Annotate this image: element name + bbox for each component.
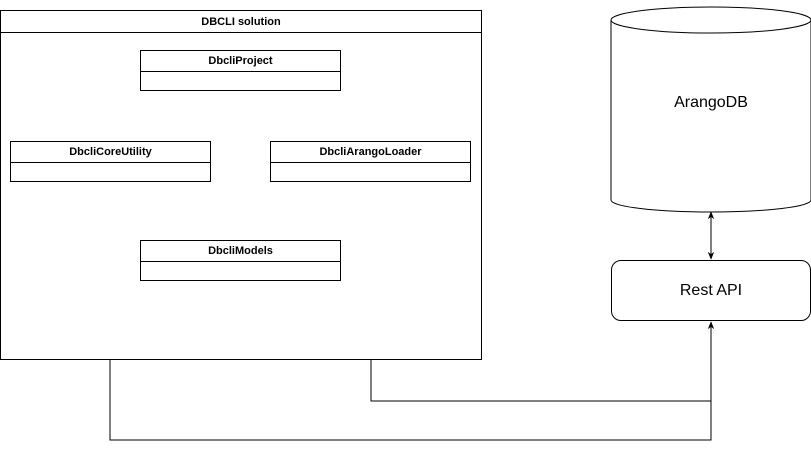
class-dbcli-models[interactable]: DbcliModels [140, 240, 341, 281]
arangodb-label: ArangoDB [674, 94, 748, 111]
class-name: DbcliArangoLoader [271, 142, 470, 163]
rest-api-label: Rest API [679, 281, 743, 299]
class-name: DbcliProject [141, 51, 340, 72]
arangodb-cylinder [610, 6, 811, 213]
class-dbcli-project[interactable]: DbcliProject [140, 50, 341, 91]
rest-api-box[interactable]: Rest API [611, 260, 811, 321]
class-dbcli-core-utility[interactable]: DbcliCoreUtility [10, 141, 211, 182]
class-name: DbcliModels [141, 241, 340, 262]
class-name: DbcliCoreUtility [11, 142, 210, 163]
solution-title: DBCLI solution [1, 11, 481, 33]
class-dbcli-arango-loader[interactable]: DbcliArangoLoader [270, 141, 471, 182]
